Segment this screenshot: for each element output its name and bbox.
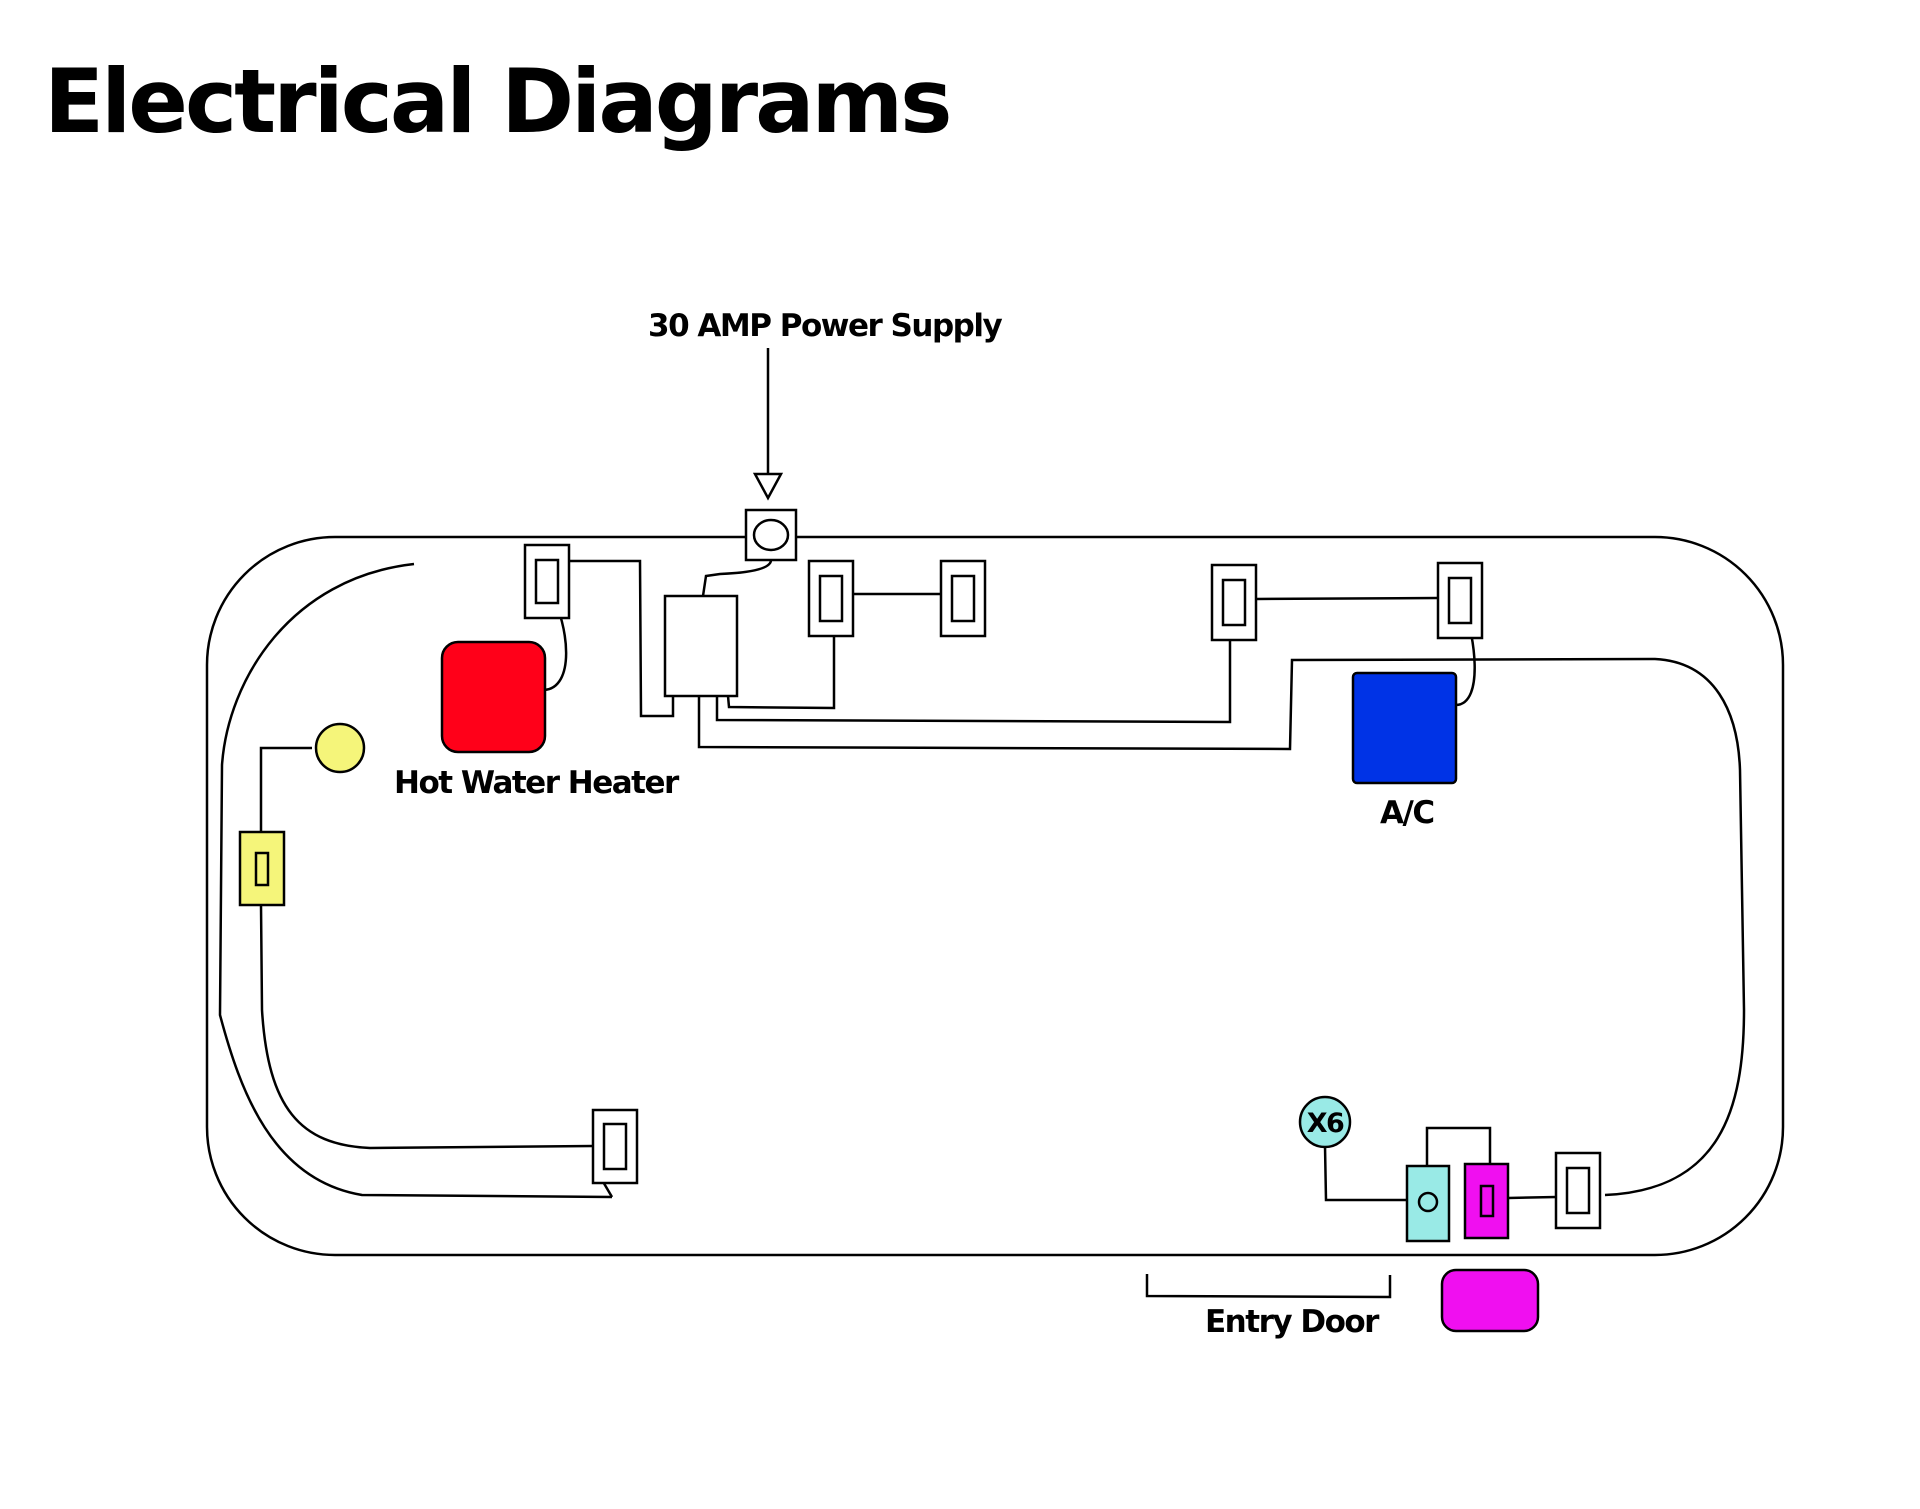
power-inlet <box>744 508 798 562</box>
outlet-top-right-left <box>1210 563 1258 642</box>
outlet-top-middle <box>939 559 987 638</box>
yellow-switch <box>238 830 286 907</box>
magenta-switch <box>1463 1162 1510 1240</box>
wiring <box>218 559 1746 1202</box>
power-supply-label: 30 AMP Power Supply <box>648 308 1002 344</box>
outlet-top-middle-left <box>807 559 855 638</box>
outlet-bottom-right <box>1554 1151 1602 1230</box>
ac-label: A/C <box>1380 795 1434 831</box>
yellow-light <box>314 722 366 774</box>
room-outline <box>205 535 1785 1257</box>
hot-water-heater <box>440 640 547 754</box>
cyan-switch <box>1405 1164 1451 1243</box>
entry-door-label: Entry Door <box>1205 1304 1380 1340</box>
switch-top-right <box>1436 561 1484 640</box>
switch-top-left <box>523 543 571 620</box>
x6-badge-label: X6 <box>1307 1108 1344 1139</box>
entry-door-bracket <box>1145 1274 1392 1299</box>
hot-water-heater-label: Hot Water Heater <box>394 765 680 801</box>
magenta-device <box>1440 1268 1540 1333</box>
ac-unit <box>1351 671 1458 785</box>
outlet-bottom-left <box>591 1108 639 1185</box>
x6-badge: X6 <box>1298 1095 1352 1149</box>
page-title: Electrical Diagrams <box>44 50 950 153</box>
distribution-panel <box>663 594 739 698</box>
power-supply-arrow-head <box>752 472 784 501</box>
